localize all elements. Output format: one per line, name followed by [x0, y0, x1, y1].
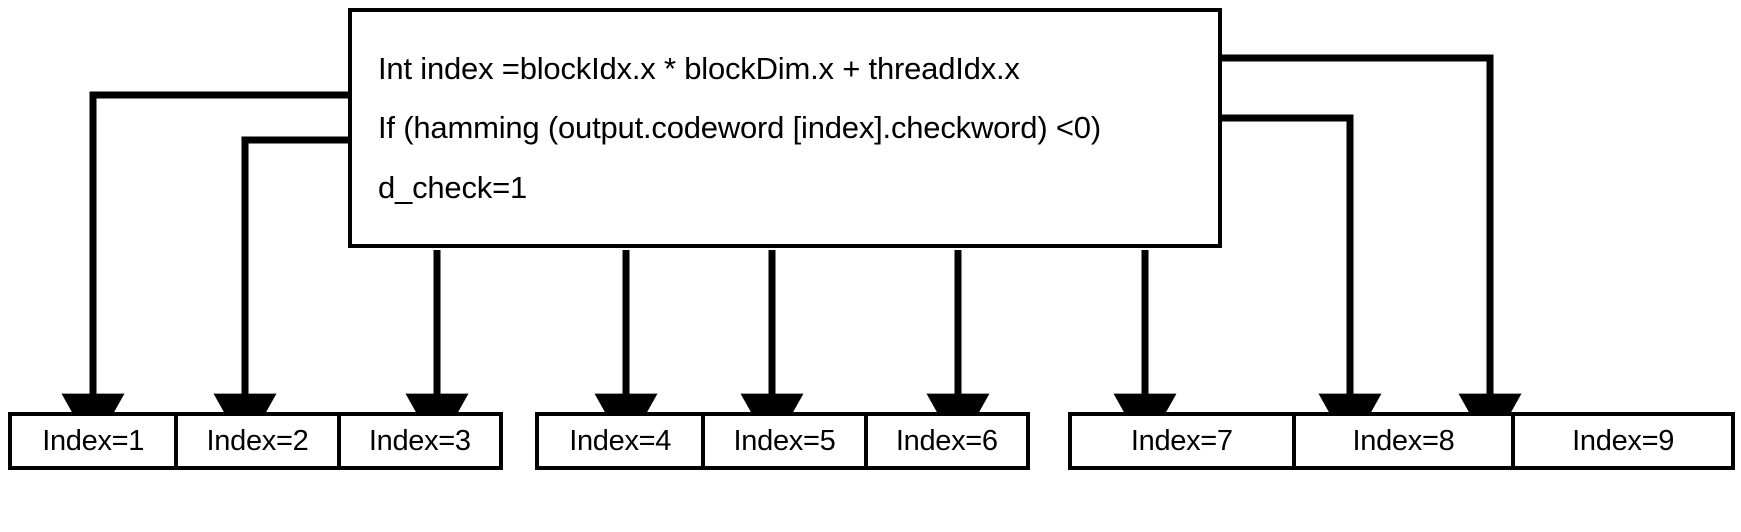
index-cell-5: Index=5: [701, 416, 864, 466]
index-cell-1: Index=1: [12, 416, 175, 466]
kernel-code-line-2: If (hamming (output.codeword [index].che…: [378, 110, 1101, 146]
index-group-2: Index=4 Index=5 Index=6: [535, 412, 1030, 470]
index-cell-9: Index=9: [1511, 416, 1731, 466]
kernel-code-line-3: d_check=1: [378, 169, 528, 205]
index-cell-7: Index=7: [1072, 416, 1292, 466]
index-cell-2: Index=2: [174, 416, 337, 466]
kernel-code-line-1: Int index =blockIdx.x * blockDim.x + thr…: [378, 50, 1020, 86]
connector-to-index-2: [213, 136, 350, 450]
connector-to-index-9: [1220, 54, 1522, 450]
index-cell-6: Index=6: [863, 416, 1026, 466]
connector-to-index-8: [1220, 114, 1382, 450]
index-group-3: Index=7 Index=8 Index=9: [1068, 412, 1735, 470]
index-group-1: Index=1 Index=2 Index=3: [8, 412, 503, 470]
index-cell-8: Index=8: [1291, 416, 1512, 466]
connector-to-index-1: [61, 91, 350, 450]
index-cell-4: Index=4: [539, 416, 702, 466]
kernel-code-block: Int index =blockIdx.x * blockDim.x + thr…: [348, 8, 1222, 248]
index-cell-3: Index=3: [336, 416, 499, 466]
